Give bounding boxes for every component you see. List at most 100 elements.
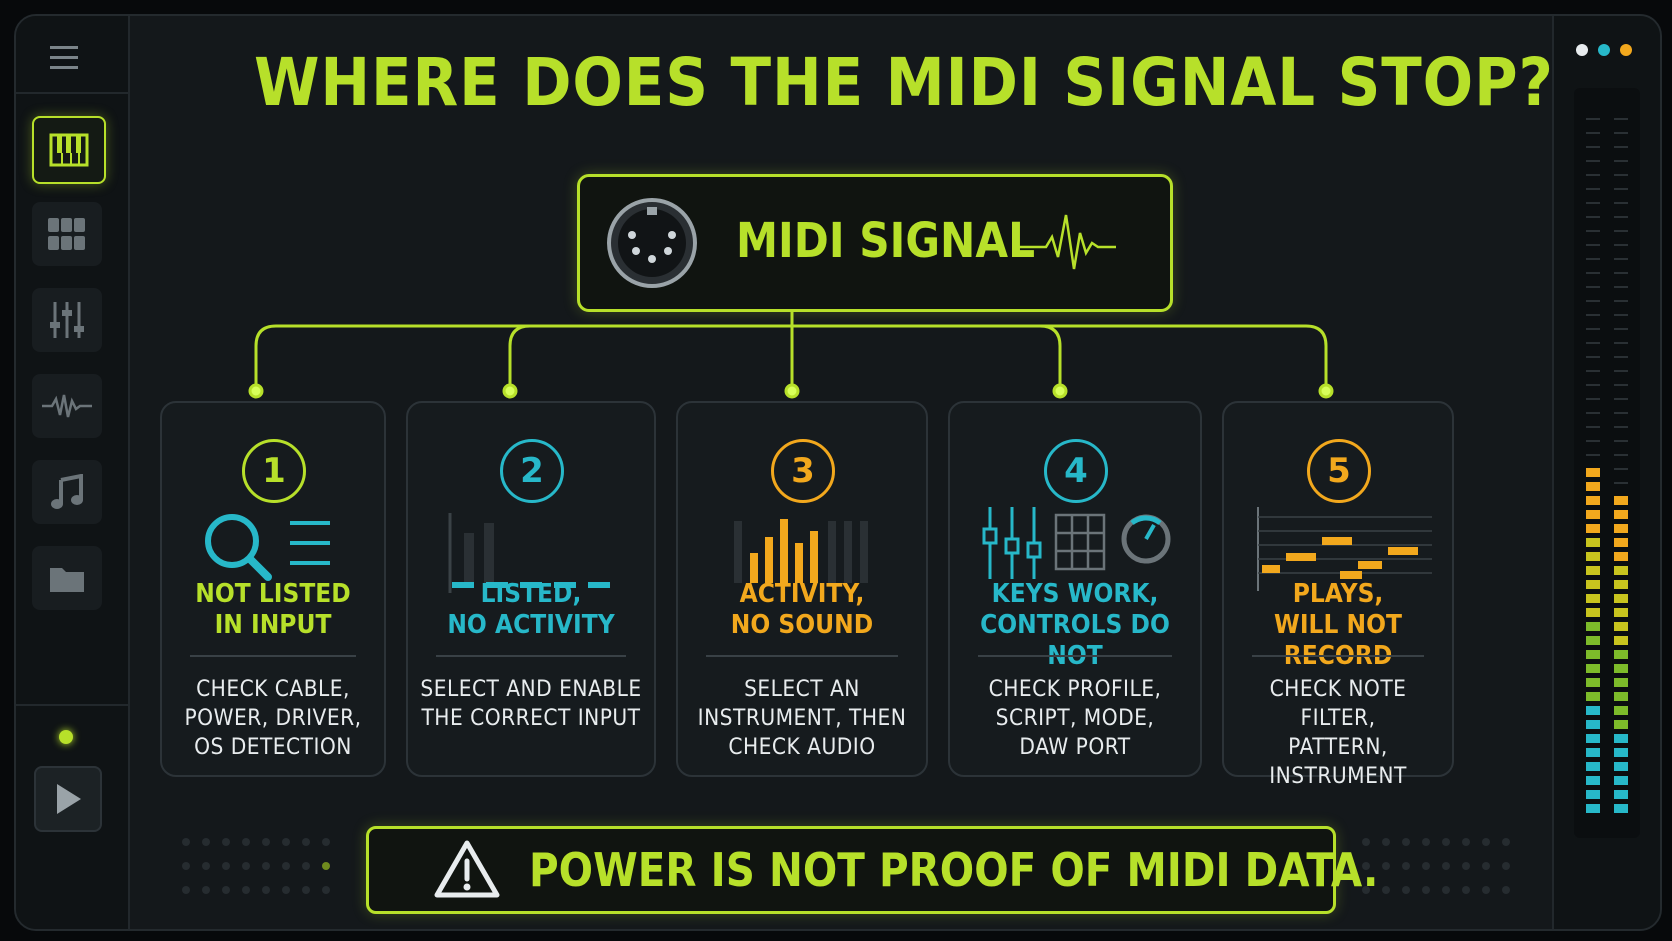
meter-segment [1586,776,1600,785]
meter-segment [1614,762,1628,771]
meter-segment [1614,286,1628,288]
meter-segment [1586,230,1600,232]
meter-segment [1614,594,1628,603]
step-card-5: 5 PLAYS, WILL NO [1222,401,1454,789]
sidebar-item-keys[interactable] [32,116,106,184]
meter-segment [1586,580,1600,589]
divider [190,655,356,657]
meter-segment [1586,762,1600,771]
meter-segment [1586,538,1600,547]
sidebar-item-grid[interactable] [32,202,102,266]
meter-segment [1614,328,1628,330]
flat-meter-icon [448,513,610,593]
play-button[interactable] [34,766,102,832]
step-card-4: 4 [948,401,1202,777]
meter-segment [1614,202,1628,204]
meter-segment [1586,132,1600,134]
meter-segment [1586,720,1600,729]
meter-segment [1586,188,1600,190]
meter-segment [1614,566,1628,575]
meter-segment [1586,496,1600,505]
meter-segment [1586,664,1600,673]
meter-segment [1586,384,1600,386]
midi-signal-label: MIDI SIGNAL [736,213,1036,269]
meter-segment [1614,244,1628,246]
meter-segment [1586,636,1600,645]
warning-text: POWER IS NOT PROOF OF MIDI DATA. [529,843,1379,897]
meter-segment [1614,510,1628,519]
step-badge: 4 [1044,439,1108,503]
step-badge: 3 [771,439,835,503]
meter-segment [1614,454,1628,456]
meter-segment [1586,804,1600,813]
midi-signal-node: MIDI SIGNAL [577,174,1173,312]
meter-segment [1614,146,1628,148]
meter-segment [1586,566,1600,575]
meter-segment [1614,538,1628,547]
meter-segment [1586,650,1600,659]
controls-knob-pads-icon [982,507,1171,579]
sidebar-item-music[interactable] [32,460,102,524]
divider [1252,655,1424,657]
meter-segment [1586,748,1600,757]
meter-segment [1586,328,1600,330]
sidebar-item-files[interactable] [32,546,102,610]
meter-segment [1586,244,1600,246]
step-card-1: 1 NOT LISTED IN INPUT CHECK CABLE, POWER… [160,401,386,777]
status-led [59,730,73,744]
meter-segment [1586,608,1600,617]
music-note-icon [51,474,83,509]
step-title: KEYS WORK, CONTROLS DO NOT [980,579,1170,671]
menu-icon[interactable] [50,46,78,70]
meter-segment [1614,482,1628,484]
meter-segment [1614,622,1628,631]
meter-segment [1586,286,1600,288]
meter-segment [1614,216,1628,218]
meter-segment [1586,370,1600,372]
meter-segment [1614,230,1628,232]
meter-segment [1614,608,1628,617]
meter-segment [1614,580,1628,589]
step-card-3: 3 ACTIVITY, NO SOUND SELECT AN INSTRUMEN… [676,401,928,777]
sidebar-item-mixer[interactable] [32,288,102,352]
meter-segment [1614,734,1628,743]
step-title: PLAYS, WILL NOT RECORD [1274,579,1402,671]
signal-wave-icon [1016,214,1116,270]
meter-segment [1614,426,1628,428]
right-meter-panel [1552,16,1660,929]
meter-segment [1614,706,1628,715]
sidebar-item-audio[interactable] [32,374,102,438]
divider [436,655,626,657]
divider [706,655,898,657]
meter-segment [1614,440,1628,442]
meter-segment [1614,496,1628,505]
step-description: SELECT AND ENABLE THE CORRECT INPUT [420,677,642,731]
meter-segment [1586,692,1600,701]
mixer-sliders-icon [50,302,84,338]
play-icon [57,784,81,814]
meter-segment [1586,314,1600,316]
meter-segment [1586,440,1600,442]
meter-segment [1586,160,1600,162]
step-title: LISTED, NO ACTIVITY [447,579,615,640]
meter-segment [1586,174,1600,176]
meter-segment [1614,300,1628,302]
meter-segment [1586,734,1600,743]
meter-segment [1614,412,1628,414]
meter-segment [1614,692,1628,701]
meter-segment [1586,342,1600,344]
meter-segment [1586,300,1600,302]
meter-segment [1586,524,1600,533]
meter-segment [1586,216,1600,218]
meter-segment [1586,594,1600,603]
step-description: CHECK PROFILE, SCRIPT, MODE, DAW PORT [988,677,1162,760]
meter-segment [1614,552,1628,561]
meter-segment [1614,342,1628,344]
meter-segment [1614,748,1628,757]
meter-segment [1614,636,1628,645]
main-panel: WHERE DOES THE MIDI SIGNAL STOP? [130,16,1553,929]
meter-segment [1614,398,1628,400]
meter-segment [1614,720,1628,729]
meter-segment [1614,524,1628,533]
meter-segment [1614,272,1628,274]
